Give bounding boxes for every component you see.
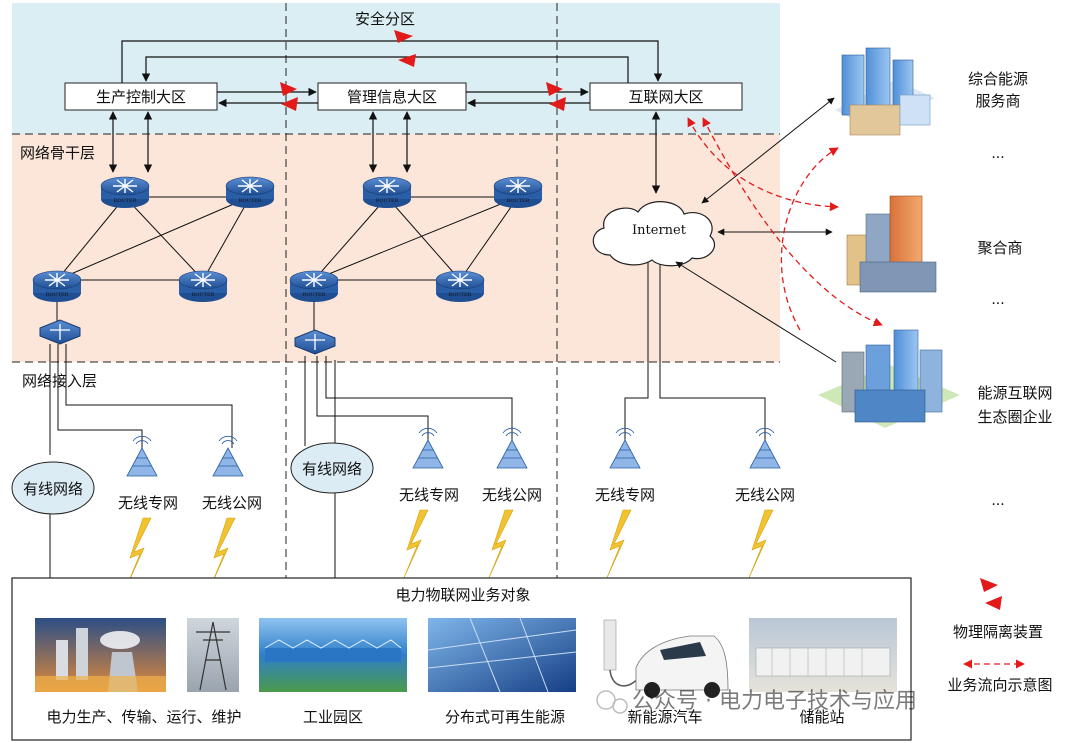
access-switch [39,319,81,345]
wireless-private-label: 无线专网 [595,486,655,504]
access-zone-label: 网络接入层 [22,372,97,390]
isolation-legend-icon [980,578,998,592]
router-label: ROUTER [114,198,137,204]
lightning-bolt [487,509,514,581]
wireless-public-label: 无线公网 [735,486,795,504]
router-label: ROUTER [449,292,472,298]
energy-service-label: 服务商 [975,92,1020,110]
router-label: ROUTER [46,292,69,298]
access-switch [294,329,336,355]
management-area-label: 管理信息大区 [347,88,437,106]
wired-network-label: 有线网络 [23,480,83,498]
isolation-legend-label: 物理隔离装置 [953,623,1043,641]
wireless-tower-icon [496,427,528,469]
ellipsis: ... [991,292,1004,308]
router-label: ROUTER [303,292,326,298]
wireless-towers [126,427,781,477]
industrial-park-photo [259,618,407,692]
router-icon: ROUTER [362,176,412,208]
internet-area: 互联网大区 [589,82,743,111]
wireless-public-label: 无线公网 [202,494,262,512]
transmission-tower-photo [187,618,239,692]
backbone-routers: ROUTER ROUTER ROUTER ROUTER ROUTER ROUTER ROUT… [32,176,543,302]
flow-legend-label: 业务流向示意图 [947,676,1052,694]
wireless-private-label: 无线专网 [399,486,459,504]
area-backbone-links [108,111,661,194]
lightning-bolt [747,509,774,581]
isolation-legend-icon [985,596,1002,610]
legend: 物理隔离装置 业务流向示意图 [947,578,1053,694]
business-item-label: 分布式可再生能源 [445,708,565,726]
backbone-zone-label: 网络骨干层 [20,144,95,162]
wired-network-left: 有线网络 [11,461,95,515]
ev-charging-photo [603,619,729,698]
router-icon: ROUTER [32,270,82,302]
router-label: ROUTER [376,198,399,204]
lightning-bolt [125,517,152,589]
energy-service-label: 综合能源 [968,70,1028,88]
router-label: ROUTER [507,198,530,204]
isolation-devices [280,30,566,111]
lightning-bolt [402,509,429,581]
router-icon: ROUTER [225,176,275,208]
wireless-tower-icon [412,427,444,469]
wireless-tower-icon [212,435,244,477]
business-item-label: 工业园区 [303,708,363,726]
energy-service-building [835,47,935,136]
router-label: ROUTER [192,292,215,298]
wireless-tower-icon [749,427,781,469]
power-plant-photo [35,618,166,692]
security-zone-label: 安全分区 [355,10,415,28]
production-area-label: 生产控制大区 [96,88,186,106]
wireless-public-label: 无线公网 [482,486,542,504]
ecosystem-building [818,329,960,428]
watermark-text: 公众号 · 电力电子技术与应用 [632,689,917,714]
router-icon: ROUTER [435,270,485,302]
business-item-label: 储能站 [799,708,844,726]
business-flows [687,117,883,331]
router-label: ROUTER [239,198,262,204]
router-icon: ROUTER [178,270,228,302]
wireless-signals [125,509,774,589]
area-connections [121,40,663,108]
management-area: 管理信息大区 [317,82,467,111]
aggregator-building [846,195,937,293]
wired-network-label: 有线网络 [302,460,362,478]
lightning-bolt [605,509,632,581]
ellipsis: ... [991,146,1004,162]
business-item-label: 新能源汽车 [627,708,702,726]
ellipsis: ... [991,493,1004,509]
wireless-tower-icon [126,435,158,477]
ecosystem-label: 生态圈企业 [977,408,1052,426]
router-icon: ROUTER [100,176,150,208]
aggregator-label: 聚合商 [977,239,1022,257]
business-item-label: 电力生产、传输、运行、维护 [46,708,241,726]
storage-station-photo [749,618,897,692]
business-objects-title: 电力物联网业务对象 [395,586,530,604]
watermark: 公众号 · 电力电子技术与应用 [596,689,917,714]
internet-area-label: 互联网大区 [628,88,703,106]
wireless-private-label: 无线专网 [118,494,178,512]
router-icon: ROUTER [493,176,543,208]
solar-panel-photo [427,617,577,693]
production-area: 生产控制大区 [64,82,218,111]
lightning-bolt [209,517,236,589]
internet-label: Internet [632,223,687,238]
ecosystem-label: 能源互联网 [977,384,1052,402]
router-icon: ROUTER [289,270,339,302]
wired-network-mid: 有线网络 [290,442,374,494]
business-objects-panel: 电力物联网业务对象 [11,577,912,741]
wireless-tower-icon [609,427,641,469]
